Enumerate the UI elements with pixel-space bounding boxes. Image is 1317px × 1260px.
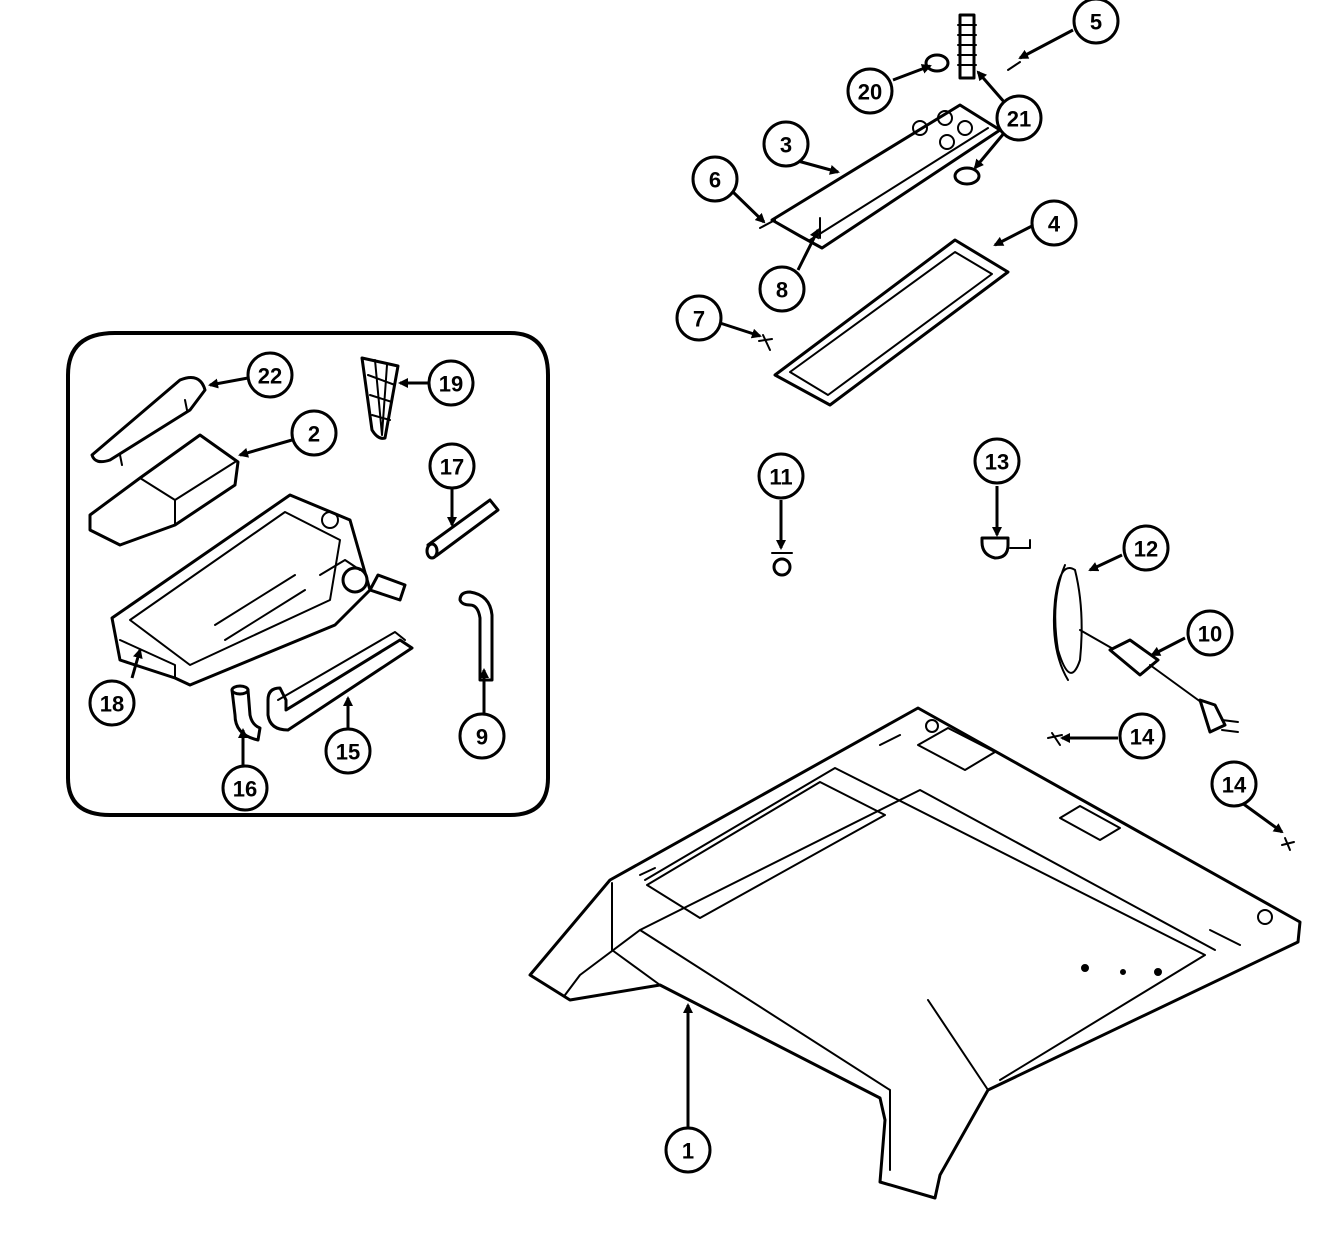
svg-text:16: 16 [233,777,257,802]
svg-text:14: 14 [1130,725,1155,750]
inset-frame [66,331,550,817]
callout-2: 2 [290,409,338,457]
svg-text:12: 12 [1134,537,1158,562]
console-plate-part [770,103,1002,250]
svg-text:14: 14 [1222,773,1247,798]
gasket-part [773,238,1010,407]
svg-text:5: 5 [1090,10,1102,35]
top-panel-part [528,706,1302,1200]
callout-5: 5 [1072,0,1120,45]
callout-10: 10 [1186,609,1234,657]
svg-text:20: 20 [858,80,882,105]
callout-22: 22 [246,351,294,399]
svg-text:10: 10 [1198,622,1222,647]
callout-1: 1 [664,1126,712,1174]
cap-part [924,53,950,73]
callout-19: 19 [427,359,475,407]
hose-fitting-part [953,13,981,186]
callout-20: 20 [846,67,894,115]
callout-11: 11 [757,452,805,500]
cord-clamp-part [980,536,1031,560]
svg-text:13: 13 [985,450,1009,475]
svg-text:19: 19 [439,372,463,397]
filter-part [360,356,400,440]
power-cord-part [1052,564,1239,734]
elbow-part [230,684,262,742]
svg-text:22: 22 [258,364,282,389]
tube-part [425,498,500,560]
svg-text:7: 7 [693,307,705,332]
leader-lines [130,28,1284,1128]
screw-part-14a [1047,732,1063,746]
svg-text:21: 21 [1007,107,1031,132]
callout-15: 15 [324,727,372,775]
callout-17: 17 [428,442,476,490]
svg-text:17: 17 [440,455,464,480]
callout-4: 4 [1030,199,1078,247]
svg-text:4: 4 [1048,212,1061,237]
callout-21: 21 [995,94,1043,142]
svg-text:1: 1 [682,1139,694,1164]
callout-13: 13 [973,437,1021,485]
long-tube-part [266,631,414,732]
svg-text:18: 18 [100,692,124,717]
dispenser-cup-part [88,433,240,547]
tub-cover-part [110,493,407,687]
callout-16: 16 [221,764,269,812]
callout-14b: 14 [1210,760,1258,808]
clip-part [771,552,793,577]
callout-7: 7 [675,294,723,342]
screw-part-14b [1281,837,1295,851]
hose-part [458,590,494,682]
callout-12: 12 [1122,524,1170,572]
handle-part [90,376,207,466]
svg-text:3: 3 [780,133,792,158]
pin-part-6 [759,219,776,229]
callout-18: 18 [88,679,136,727]
callout-6: 6 [691,155,739,203]
svg-text:6: 6 [709,168,721,193]
callout-9: 9 [458,712,506,760]
callout-3: 3 [762,120,810,168]
svg-text:15: 15 [336,740,360,765]
pin-part-5 [1007,61,1021,71]
callout-14a: 14 [1118,712,1166,760]
svg-text:2: 2 [308,422,320,447]
callout-8: 8 [758,265,806,313]
svg-text:11: 11 [769,465,792,490]
screw-part-7 [758,334,773,351]
svg-text:9: 9 [476,725,488,750]
svg-text:8: 8 [776,278,788,303]
